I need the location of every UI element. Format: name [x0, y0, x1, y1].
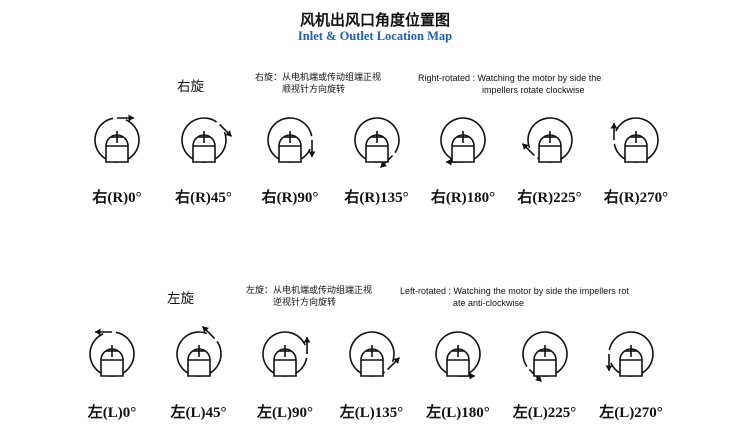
- position-label: 右(R)45°: [175, 190, 232, 206]
- outlet-arrow-head: [308, 151, 316, 157]
- left-note-en: Left-rotated : Watching the motor by sid…: [400, 285, 629, 309]
- fan-outlet-icon: [267, 117, 316, 163]
- position-label: 左(L)270°: [599, 405, 663, 421]
- volute-arc: [180, 117, 227, 163]
- fan-diagram: [164, 319, 234, 389]
- outlet-arrow-head: [605, 365, 613, 371]
- left-note-en-line: Left-rotated : Watching the motor by sid…: [400, 286, 629, 296]
- outlet-arrow-head: [534, 375, 541, 382]
- fan-diagram: [428, 105, 498, 175]
- fan-outlet-icon: [175, 325, 222, 377]
- fan-diagram: [255, 105, 325, 175]
- fan-diagram: [515, 105, 585, 175]
- right-note-en-line: impellers rotate clockwise: [482, 85, 585, 95]
- fan-outlet-icon: [262, 331, 311, 377]
- volute-arc: [435, 331, 481, 377]
- fan-outlet-icon: [521, 331, 568, 383]
- fan-diagram: [169, 105, 239, 175]
- left-note-cn-line: 左旋：从电机端或传动组端正视: [246, 286, 373, 296]
- left-section-heading: 左旋: [167, 291, 194, 307]
- fan-diagram: [596, 319, 666, 389]
- position-label: 左(L)45°: [170, 405, 227, 421]
- fan-diagram: [82, 105, 152, 175]
- left-note-en-line: ate anti-clockwise: [453, 298, 525, 308]
- outlet-arrow-head: [469, 372, 475, 380]
- page-title: 风机出风口角度位置图: [299, 11, 450, 29]
- fan-outlet-icon: [610, 117, 659, 163]
- outlet-arrow-head: [303, 337, 311, 343]
- fan-diagram: [250, 319, 320, 389]
- outlet-arrow-head: [392, 357, 400, 364]
- fan-diagram: [423, 319, 493, 389]
- position-label: 左(L)90°: [257, 405, 313, 421]
- outlet-arrow-head: [521, 143, 529, 150]
- left-note-cn: 左旋：从电机端或传动组端正视 逆视针方向旋转: [246, 285, 372, 309]
- fan-outlet-icon: [348, 331, 400, 377]
- fan-outlet-icon: [435, 331, 481, 380]
- outlet-arrow-head: [446, 158, 452, 166]
- position-label: 左(L)0°: [87, 405, 137, 421]
- position-label: 右(R)270°: [603, 190, 669, 206]
- fan-outlet-icon: [521, 117, 573, 163]
- fan-diagram: [510, 319, 580, 389]
- position-label: 右(R)180°: [430, 190, 496, 206]
- fan-outlet-icon: [89, 328, 135, 377]
- left-note-cn-line: 逆视针方向旋转: [273, 298, 337, 308]
- position-label: 右(R)135°: [344, 190, 409, 206]
- position-label: 左(L)225°: [512, 405, 577, 421]
- outlet-arrow-head: [224, 130, 232, 137]
- right-note-cn-line: 右旋：从电机端或传动组端正视: [255, 73, 382, 83]
- position-label: 左(L)135°: [339, 405, 404, 421]
- fan-outlet-icon: [440, 117, 486, 166]
- position-label: 右(R)0°: [92, 190, 142, 206]
- fan-outlet-icon: [180, 117, 232, 163]
- position-label: 左(L)180°: [426, 405, 490, 421]
- fan-outlet-icon: [353, 117, 400, 169]
- outlet-arrow-head: [202, 326, 209, 333]
- right-note-cn: 右旋：从电机端或传动组端正视 顺视针方向旋转: [255, 72, 381, 96]
- page-subtitle: Inlet & Outlet Location Map: [297, 29, 453, 43]
- volute-arc: [175, 331, 222, 377]
- outlet-arrow-head: [95, 328, 101, 336]
- fan-diagram: [601, 105, 671, 175]
- outlet-arrow-head: [380, 161, 387, 168]
- right-note-en: Right-rotated : Watching the motor by si…: [418, 72, 601, 96]
- outlet-arrow-head: [128, 114, 134, 122]
- right-note-en-line: Right-rotated : Watching the motor by si…: [418, 73, 602, 83]
- fan-diagram: [77, 319, 147, 389]
- fan-outlet-icon: [94, 114, 140, 163]
- right-note-cn-line: 顺视针方向旋转: [282, 85, 346, 95]
- volute-arc: [440, 117, 486, 163]
- position-label: 右(R)225°: [517, 190, 582, 206]
- position-label: 右(R)90°: [261, 190, 319, 206]
- fan-outlet-icon: [605, 331, 654, 377]
- fan-diagram: [342, 105, 412, 175]
- right-section-heading: 右旋: [177, 79, 204, 95]
- fan-diagram: [337, 319, 407, 389]
- outlet-arrow-head: [610, 123, 618, 129]
